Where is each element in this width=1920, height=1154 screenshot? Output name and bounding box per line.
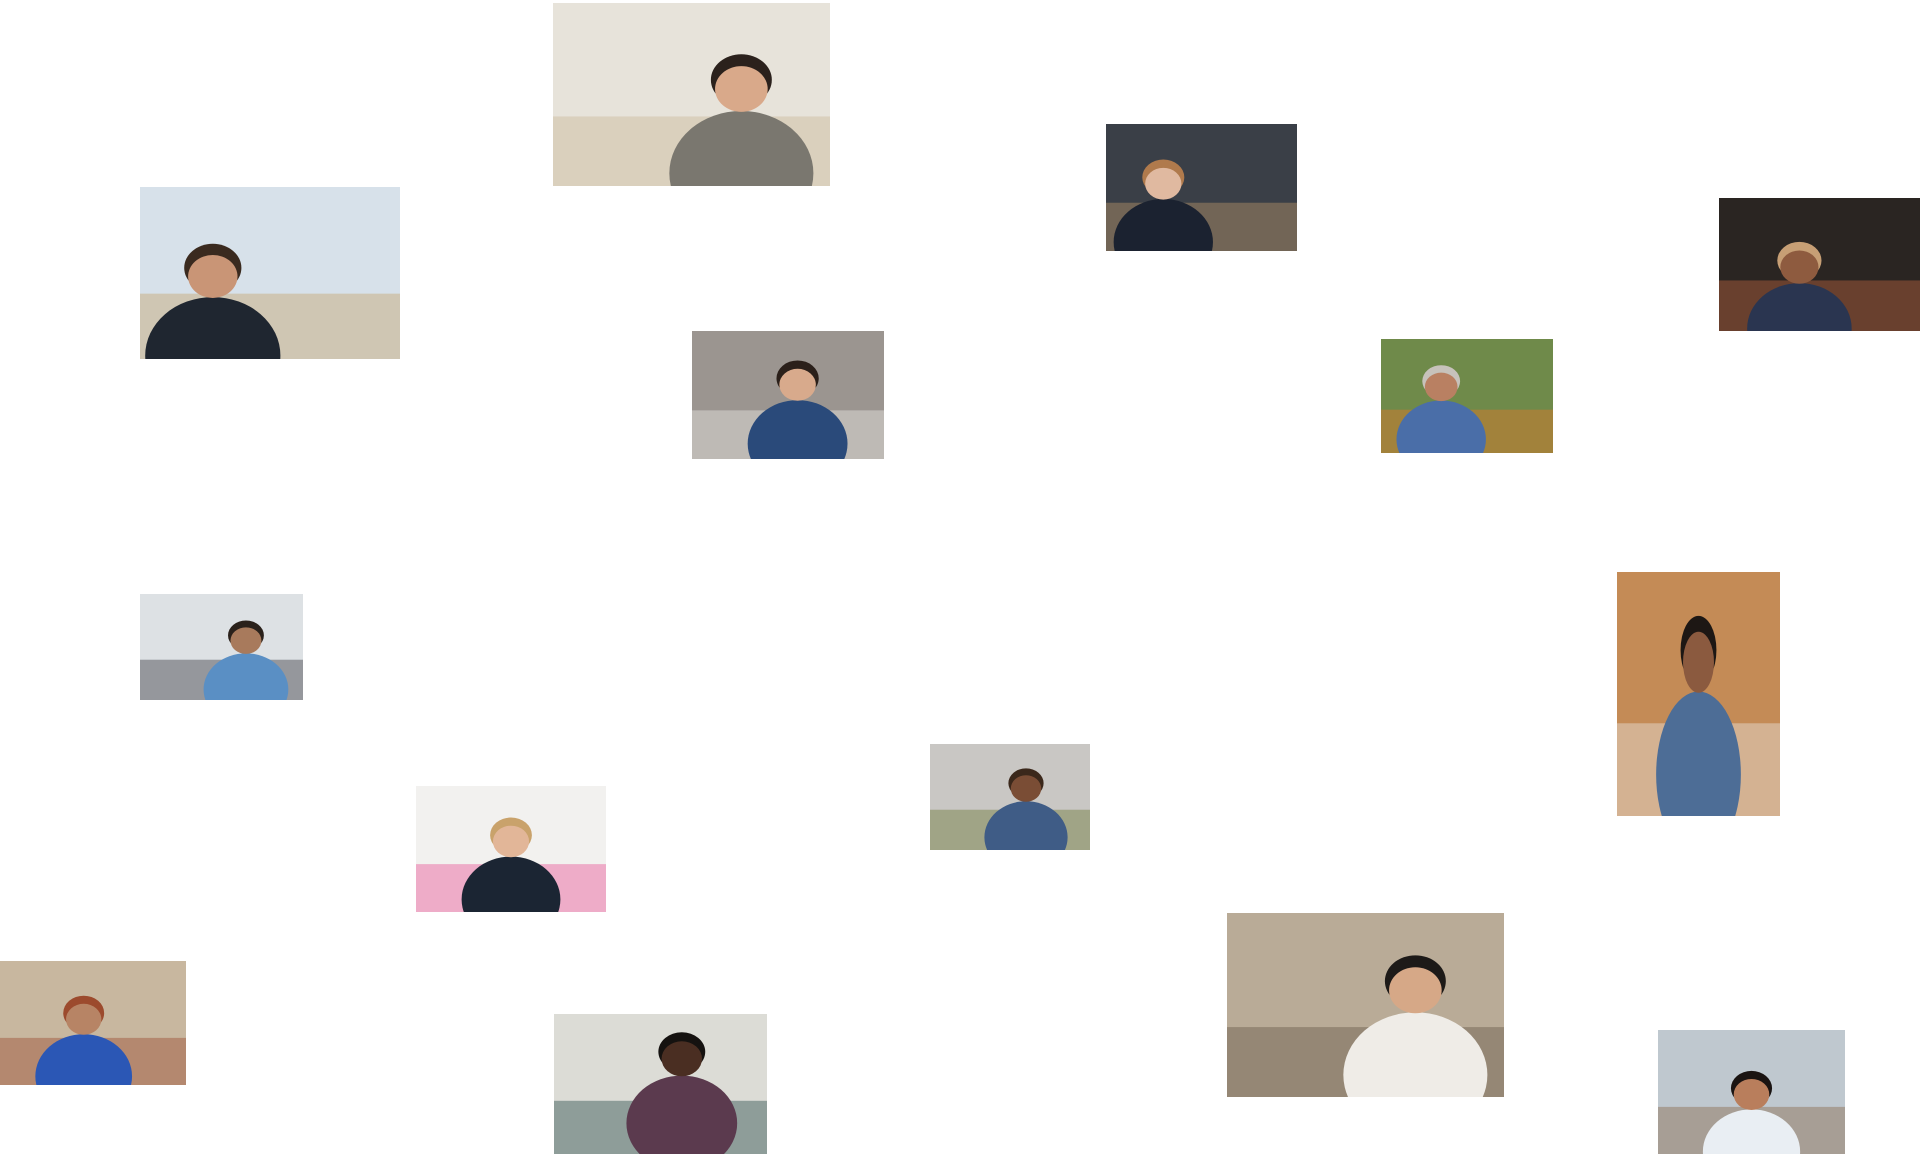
person-body	[461, 856, 561, 912]
photo-man-wheelchair[interactable]	[554, 1014, 767, 1154]
photo-father-son-field[interactable]	[140, 187, 400, 359]
person-head	[188, 254, 238, 298]
person-head	[492, 825, 530, 858]
person-body	[1396, 400, 1486, 453]
person-body	[1702, 1109, 1801, 1154]
photo-older-woman-shop[interactable]	[1719, 198, 1920, 331]
photo-image	[930, 744, 1090, 850]
photo-woman-phone-street[interactable]	[930, 744, 1090, 850]
person-body	[626, 1075, 738, 1154]
photo-men-kayaking[interactable]	[1381, 339, 1553, 453]
person-body	[145, 297, 281, 359]
photo-image	[554, 1014, 767, 1154]
photo-woman-glasses-office[interactable]	[553, 3, 830, 186]
person-head	[1683, 631, 1714, 693]
photo-woman-denim-jacket[interactable]	[1617, 572, 1780, 816]
person-body	[1113, 198, 1213, 251]
photo-image	[140, 594, 303, 700]
person-head	[661, 1041, 703, 1077]
photo-image	[0, 961, 186, 1085]
person-head	[1145, 167, 1182, 200]
photo-man-soccer-ball[interactable]	[692, 331, 884, 459]
photo-image	[1658, 1030, 1845, 1154]
person-body	[669, 110, 814, 186]
person-body	[1343, 1012, 1488, 1097]
photo-man-blue-shirt-desk[interactable]	[140, 594, 303, 700]
person-body	[984, 801, 1068, 850]
person-head	[715, 66, 768, 112]
photo-woman-studio-phone[interactable]	[416, 786, 606, 912]
photo-image	[553, 3, 830, 186]
person-body	[747, 400, 848, 459]
person-head	[1010, 775, 1042, 802]
person-body	[1747, 283, 1852, 331]
person-head	[230, 627, 262, 654]
person-head	[1424, 372, 1458, 402]
photo-image	[1227, 913, 1504, 1097]
person-body	[203, 653, 289, 700]
photo-image	[1719, 198, 1920, 331]
photo-woman-laughing-tattoo[interactable]	[1227, 913, 1504, 1097]
person-body	[1656, 691, 1741, 816]
person-head	[1389, 967, 1442, 1014]
photo-image	[416, 786, 606, 912]
person-head	[1780, 250, 1819, 284]
photo-man-street-blue-jacket[interactable]	[0, 961, 186, 1085]
photo-image	[1617, 572, 1780, 816]
photo-image	[692, 331, 884, 459]
photo-image	[1381, 339, 1553, 453]
person-body	[35, 1034, 133, 1085]
photo-man-glasses-office[interactable]	[1106, 124, 1297, 251]
photo-image	[1106, 124, 1297, 251]
person-head	[1733, 1078, 1770, 1110]
photo-image	[140, 187, 400, 359]
photo-young-man-smiling[interactable]	[1658, 1030, 1845, 1154]
person-head	[779, 368, 816, 401]
person-head	[66, 1003, 102, 1035]
